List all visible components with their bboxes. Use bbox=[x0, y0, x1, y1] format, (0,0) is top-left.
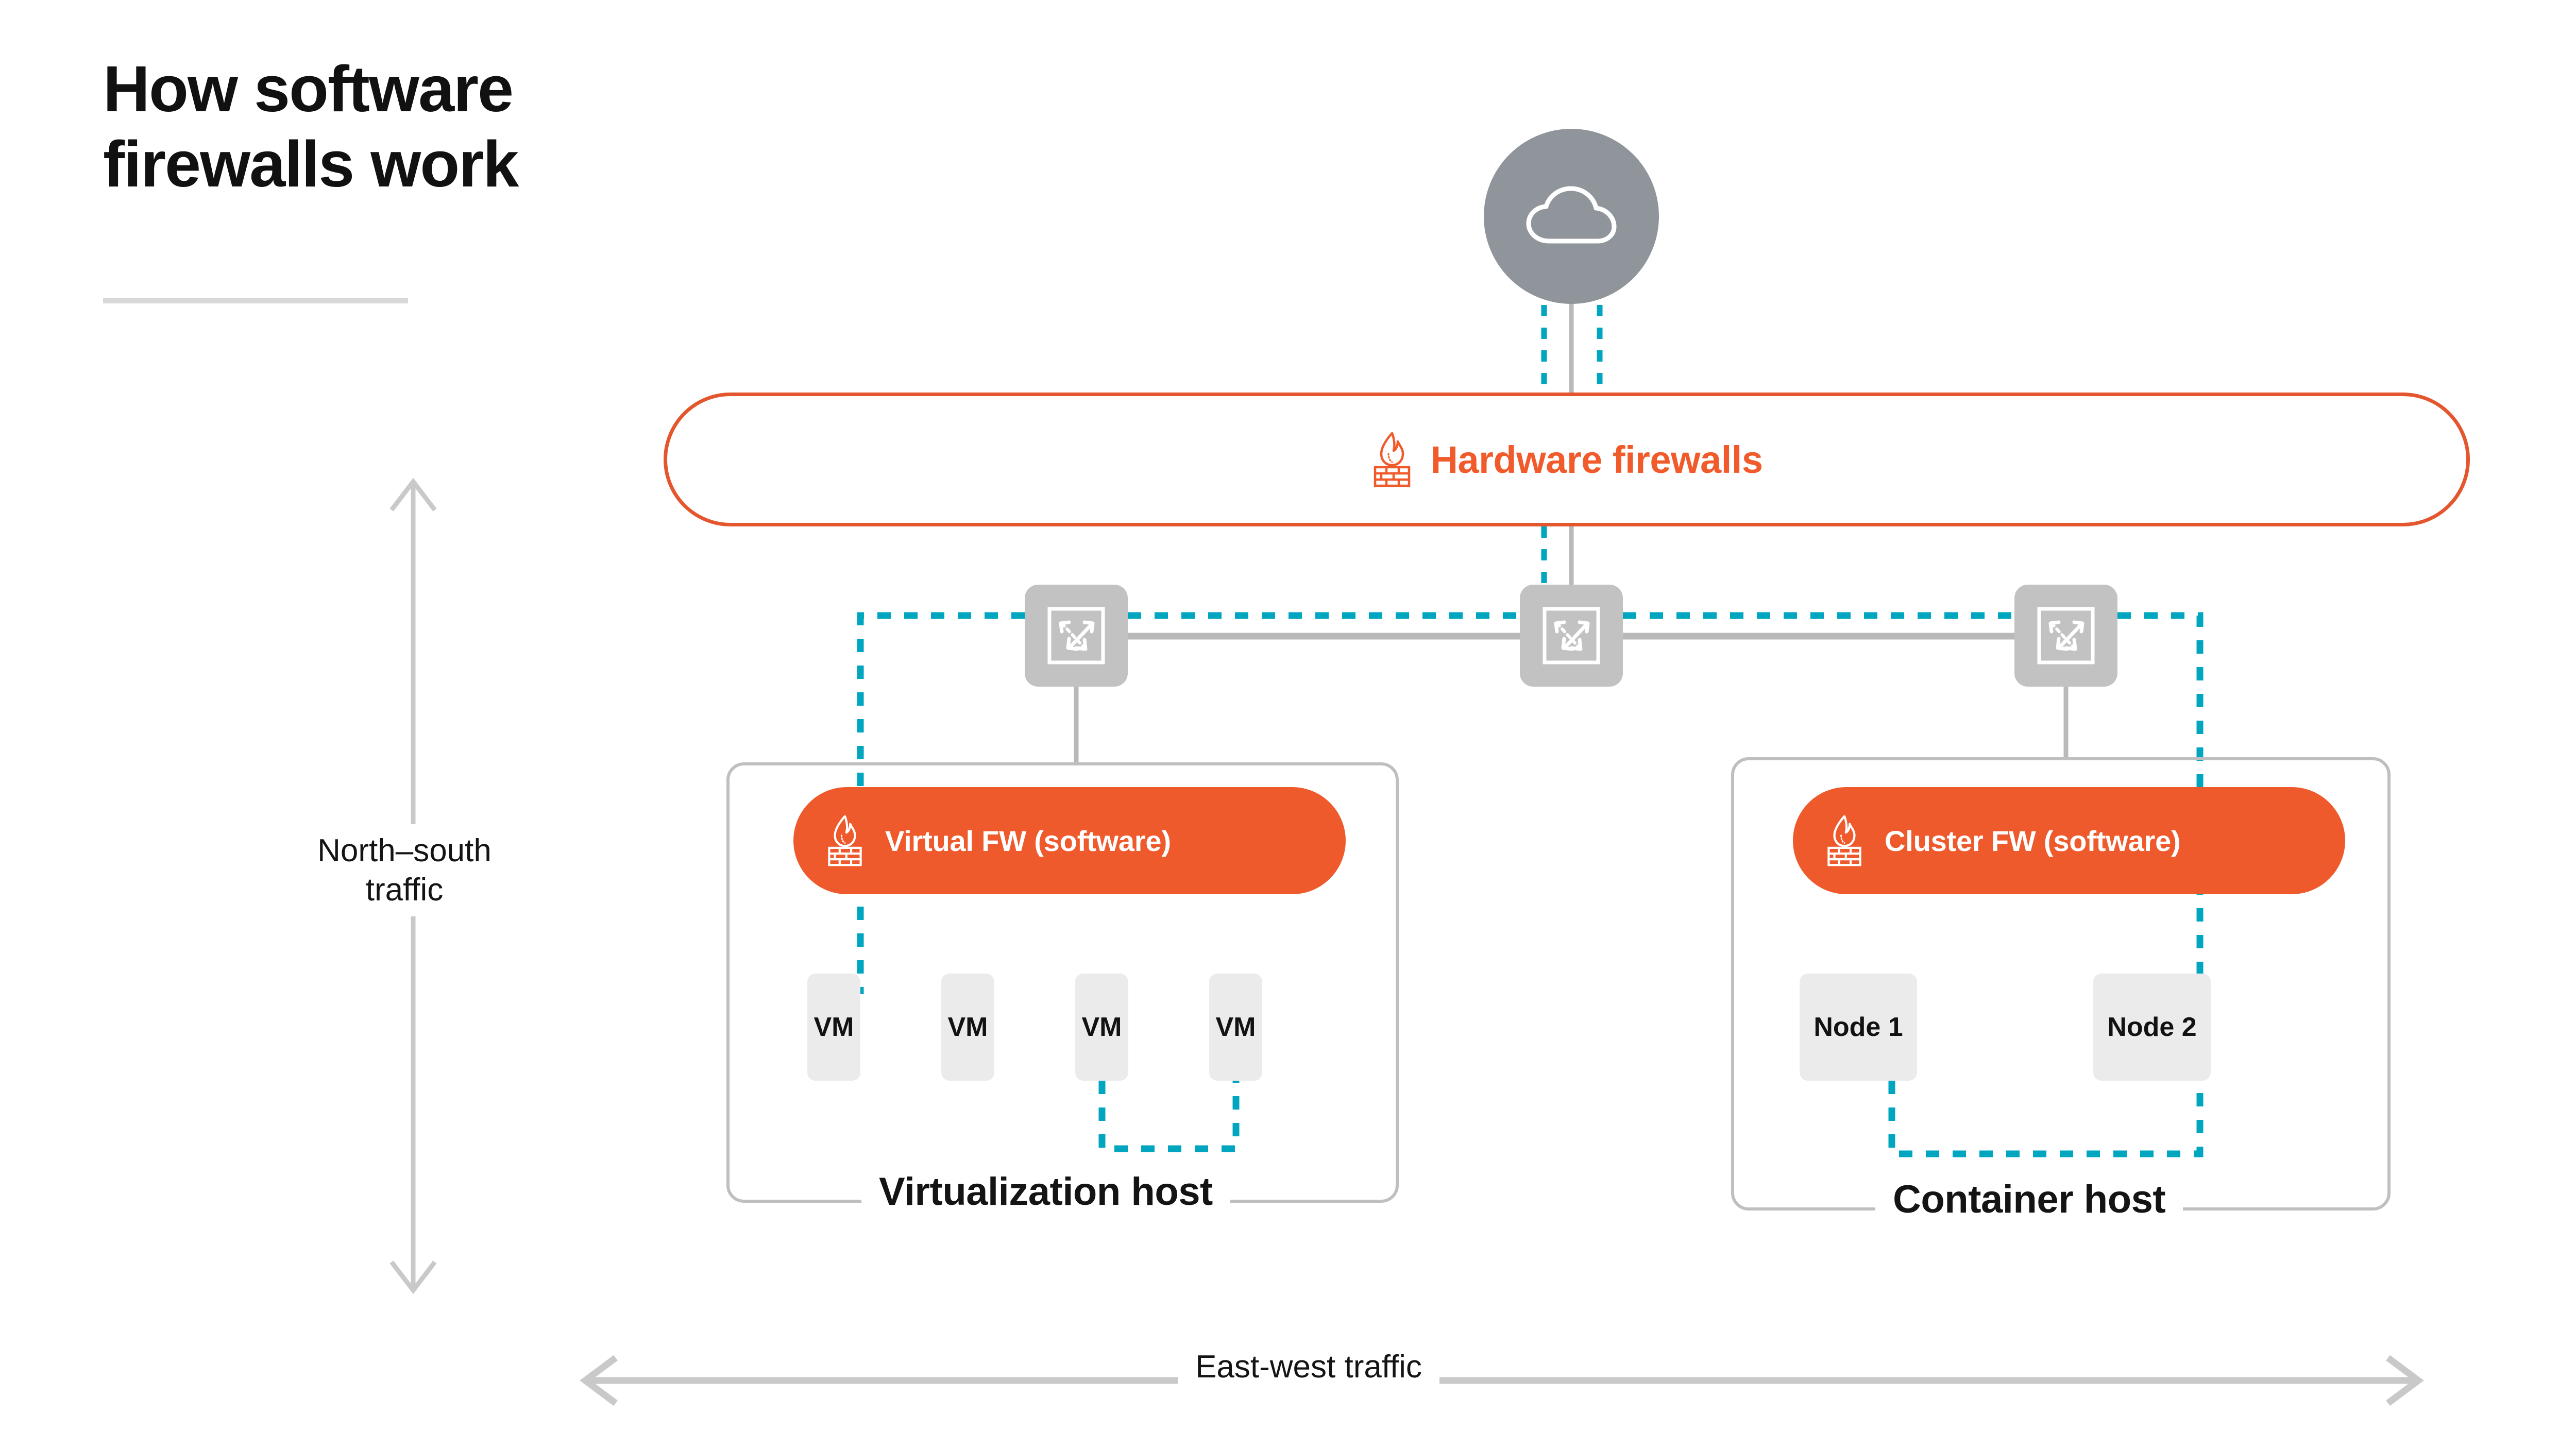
cluster-firewall-label: Cluster FW (software) bbox=[1885, 824, 2181, 857]
cloud-icon bbox=[1526, 186, 1617, 244]
cloud-node[interactable] bbox=[1484, 129, 1659, 304]
network-switch-left[interactable] bbox=[1025, 585, 1128, 687]
network-switch-icon bbox=[1543, 607, 1600, 664]
hardware-firewall-label: Hardware firewalls bbox=[1430, 438, 1763, 481]
vm-tile[interactable]: VM bbox=[1209, 974, 1262, 1081]
firewall-flame-brick-icon bbox=[1827, 815, 1861, 866]
hardware-firewall-bar[interactable]: Hardware firewalls bbox=[664, 393, 2470, 526]
network-switch-icon bbox=[1047, 607, 1105, 664]
title-line-2: firewalls work bbox=[103, 128, 519, 201]
north-south-line-2: traffic bbox=[365, 872, 444, 908]
network-switch-icon bbox=[2037, 607, 2095, 664]
cluster-firewall-pill[interactable]: Cluster FW (software) bbox=[1793, 787, 2345, 894]
node-tile[interactable]: Node 1 bbox=[1800, 974, 1917, 1081]
container-host-label: Container host bbox=[1875, 1177, 2183, 1222]
virtualization-host-label: Virtualization host bbox=[861, 1169, 1230, 1214]
title-line-1: How software bbox=[103, 53, 514, 125]
vm-tile[interactable]: VM bbox=[807, 974, 860, 1081]
network-switch-right[interactable] bbox=[2014, 585, 2117, 687]
north-south-traffic-label: North–south traffic bbox=[268, 824, 541, 917]
east-west-arrow bbox=[580, 1355, 2424, 1406]
vm-tile[interactable]: VM bbox=[941, 974, 994, 1081]
virtual-firewall-label: Virtual FW (software) bbox=[885, 824, 1171, 857]
north-south-line-1: North–south bbox=[317, 833, 492, 868]
title-underline-rule bbox=[103, 298, 408, 303]
page-title: How software firewalls work bbox=[103, 52, 773, 202]
firewall-flame-brick-icon bbox=[1374, 432, 1410, 487]
virtual-firewall-pill[interactable]: Virtual FW (software) bbox=[793, 787, 1346, 894]
east-west-traffic-label: East-west traffic bbox=[1178, 1349, 1439, 1385]
network-switch-center[interactable] bbox=[1520, 585, 1623, 687]
node-tile[interactable]: Node 2 bbox=[2093, 974, 2211, 1081]
vm-tile[interactable]: VM bbox=[1075, 974, 1128, 1081]
firewall-flame-brick-icon bbox=[828, 815, 862, 866]
